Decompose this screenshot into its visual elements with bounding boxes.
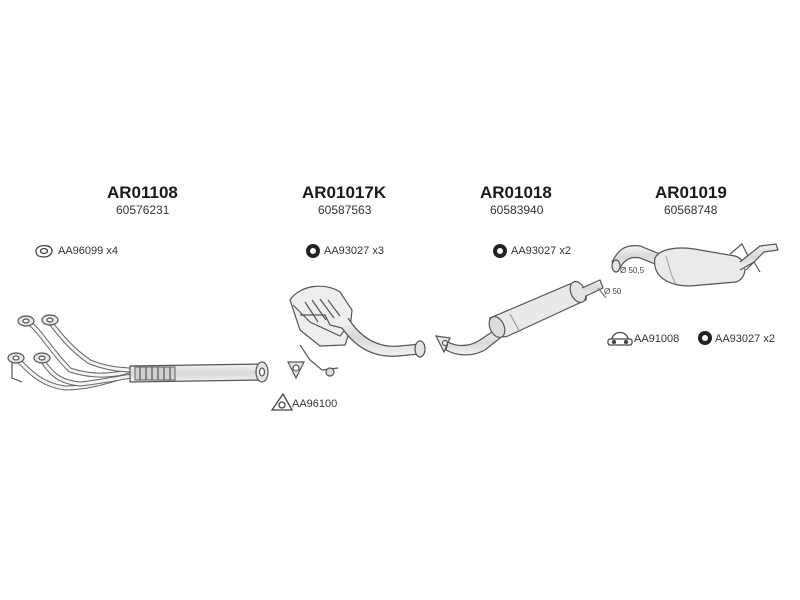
clamp-icon	[607, 331, 633, 346]
nut-icon	[306, 244, 320, 258]
oem-number-catalytic-converter: 60587563	[318, 203, 372, 217]
gasket-icon	[35, 244, 53, 258]
accessory-label-nut-rear: AA93027 x2	[715, 333, 775, 345]
part-code-middle-silencer: AR01018	[480, 183, 552, 202]
middle-silencer-assembly	[434, 279, 607, 356]
accessory-label-nut-mid: AA93027 x2	[511, 245, 571, 257]
oem-number-middle-silencer: 60583940	[490, 203, 544, 217]
accessory-label-gasket-cat: AA96100	[292, 398, 338, 410]
catalytic-converter-assembly	[287, 285, 426, 380]
rear-silencer-assembly	[611, 243, 779, 287]
gasket-icon	[270, 392, 294, 411]
oem-number-front-pipe: 60576231	[116, 203, 170, 217]
nut-icon	[493, 244, 507, 258]
part-code-catalytic-converter: AR01017K	[302, 183, 387, 202]
dimension-mid-diameter: Ø 50	[604, 287, 622, 296]
accessory-label-gasket-front: AA96099 x4	[58, 245, 118, 257]
part-code-rear-silencer: AR01019	[655, 183, 727, 202]
oem-number-rear-silencer: 60568748	[664, 203, 718, 217]
accessory-label-clamp-rear: AA91008	[634, 333, 680, 345]
accessory-label-nut-cat: AA93027 x3	[324, 245, 384, 257]
nut-icon	[698, 331, 712, 345]
part-code-front-pipe: AR01108	[107, 183, 178, 202]
dimension-rear-diameter: Ø 50,5	[620, 266, 645, 275]
front-pipe-assembly	[7, 314, 269, 391]
